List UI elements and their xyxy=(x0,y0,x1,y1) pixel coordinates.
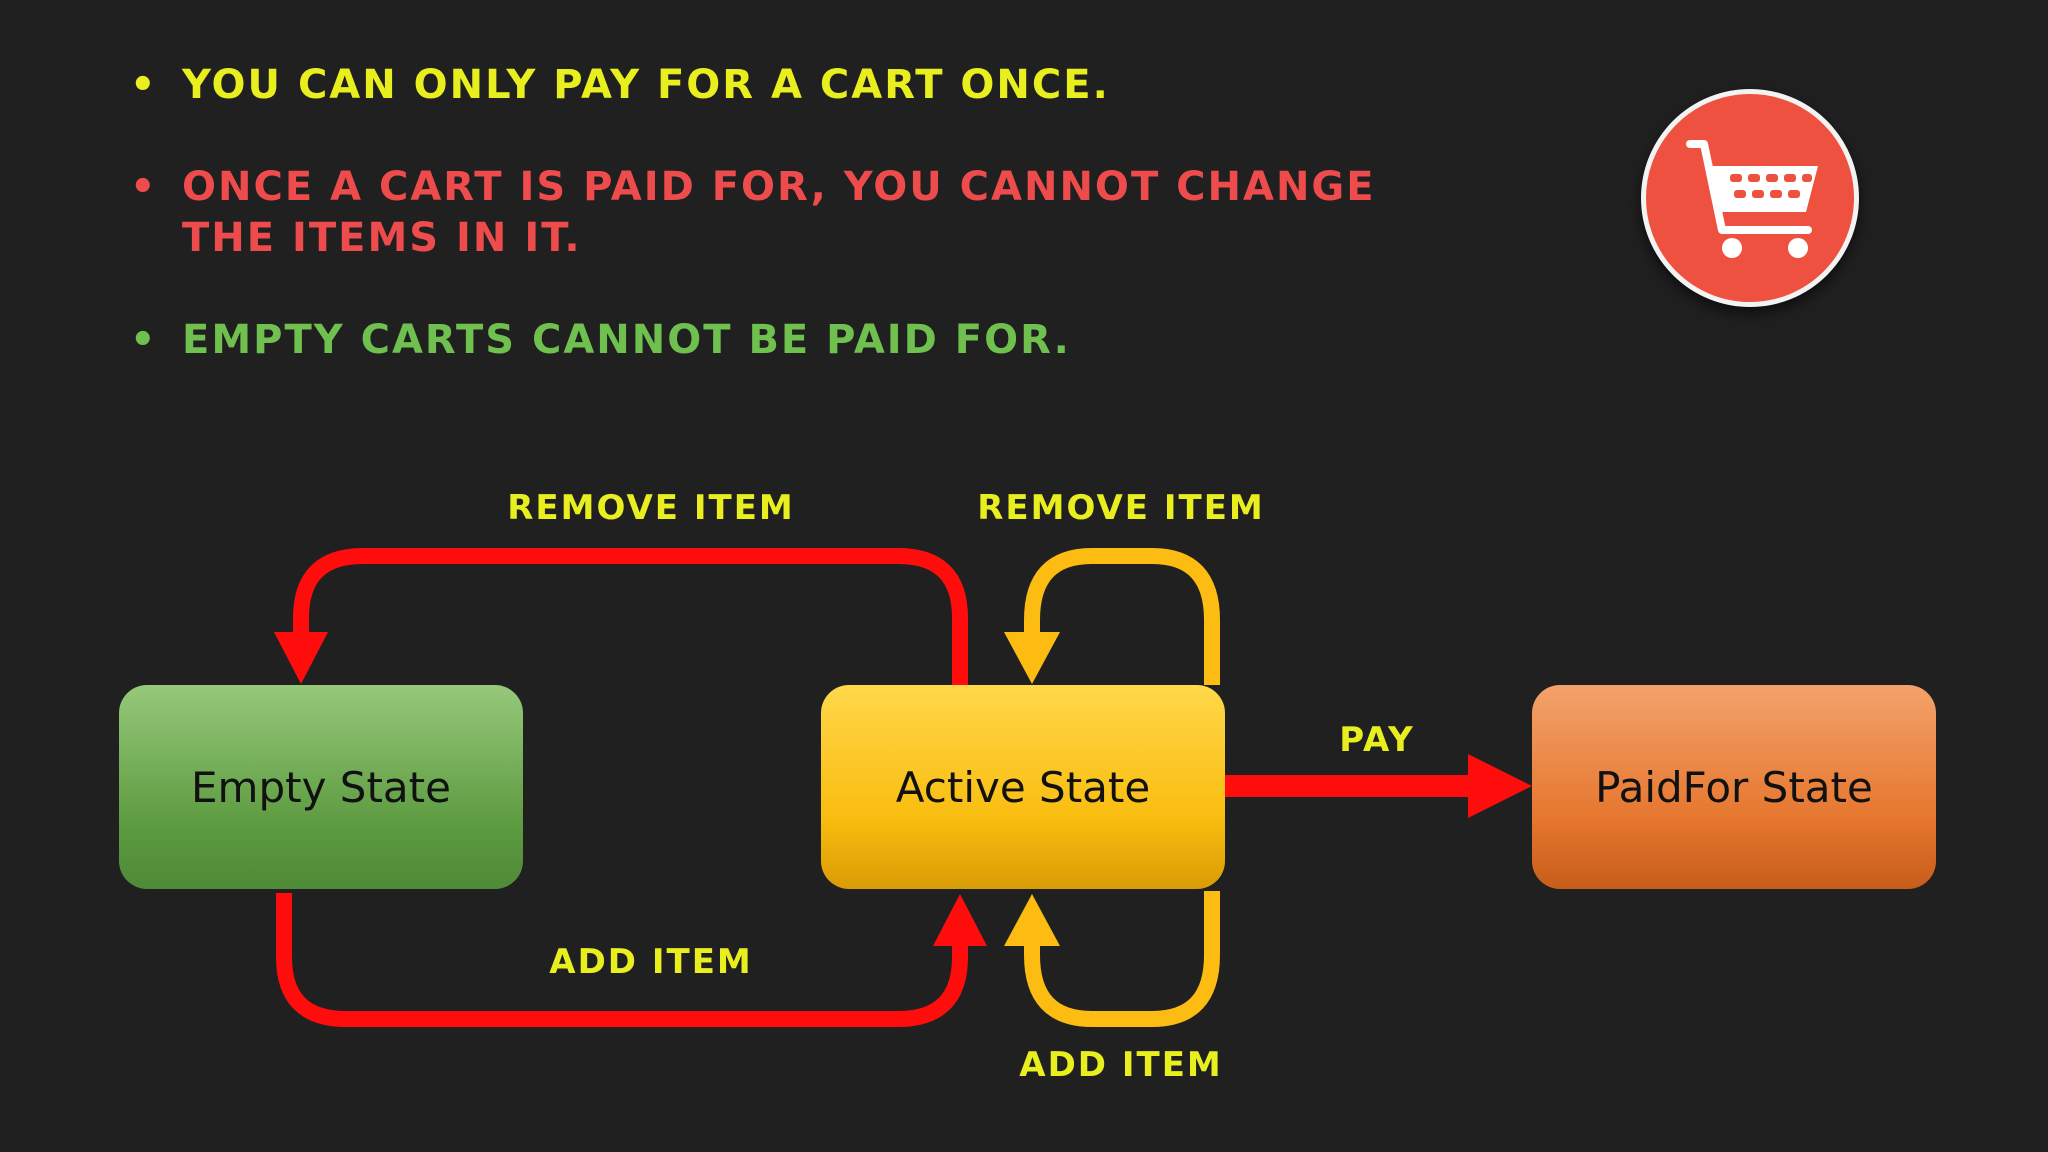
rule-pay-once: • YOU CAN ONLY PAY FOR A CART ONCE. xyxy=(130,60,1430,111)
cart-badge xyxy=(1641,89,1859,307)
state-paidfor: PaidFor State xyxy=(1532,685,1936,889)
rule-empty-cannot-pay: • EMPTY CARTS CANNOT BE PAID FOR. xyxy=(130,315,1430,366)
label-add-item-active-self: ADD ITEM xyxy=(1019,1045,1223,1085)
bullet: • xyxy=(130,317,158,363)
rule-text: YOU CAN ONLY PAY FOR A CART ONCE. xyxy=(182,62,1110,108)
arrowhead-active-self-bottom xyxy=(1004,894,1060,946)
bullet: • xyxy=(130,164,158,210)
arrowhead-active-to-empty xyxy=(274,632,328,684)
rule-text: ONCE A CART IS PAID FOR, YOU CANNOT CHAN… xyxy=(182,164,1376,261)
state-active: Active State xyxy=(821,685,1225,889)
state-paidfor-label: PaidFor State xyxy=(1595,762,1873,812)
rule-paid-immutable: • ONCE A CART IS PAID FOR, YOU CANNOT CH… xyxy=(130,162,1430,264)
arrowhead-active-to-paid xyxy=(1468,754,1532,818)
arrowhead-empty-to-active xyxy=(933,894,987,946)
state-empty-label: Empty State xyxy=(191,762,451,812)
arrow-active-self-bottom xyxy=(1024,891,1220,1027)
label-remove-item-active-self: REMOVE ITEM xyxy=(977,488,1265,528)
arrow-empty-to-active xyxy=(276,893,968,1027)
bullet: • xyxy=(130,62,158,108)
state-active-label: Active State xyxy=(895,762,1151,812)
rule-text: EMPTY CARTS CANNOT BE PAID FOR. xyxy=(182,317,1071,363)
arrowhead-active-self-top xyxy=(1004,632,1060,684)
label-remove-item-active-to-empty: REMOVE ITEM xyxy=(507,488,795,528)
arrow-active-to-empty xyxy=(293,548,968,685)
label-pay: PAY xyxy=(1339,720,1415,760)
arrow-active-self-top xyxy=(1024,548,1220,685)
state-empty: Empty State xyxy=(119,685,523,889)
shopping-cart-icon xyxy=(1686,140,1818,258)
rules-list: • YOU CAN ONLY PAY FOR A CART ONCE. • ON… xyxy=(130,60,1430,417)
label-add-item-empty-to-active: ADD ITEM xyxy=(549,942,753,982)
